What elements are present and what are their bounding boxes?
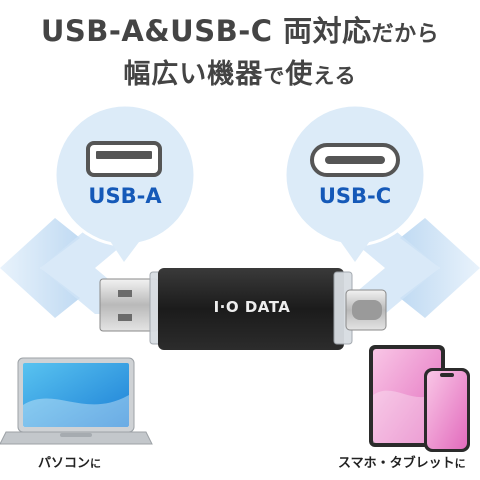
right-caption-tail: に: [454, 457, 466, 470]
right-caption: スマホ・タブレットに: [338, 452, 466, 471]
drive-brand-logo: I·O DATA: [213, 298, 291, 316]
tablet-phone-illustration: [369, 345, 470, 452]
right-caption-main: スマホ・タブレット: [338, 456, 455, 471]
usb-a-bubble: [53, 103, 197, 262]
usb-c-label: USB-C: [318, 184, 392, 208]
headline-line-2-de: で: [263, 64, 286, 88]
headline-line-2-main: 幅広い機器: [123, 59, 264, 90]
left-caption: パソコンに: [38, 452, 101, 471]
left-caption-main: パソコン: [38, 456, 91, 471]
usb-flash-drive: [99, 268, 387, 350]
headline-line-2-tsuka: 使: [285, 59, 314, 90]
laptop-illustration: [0, 357, 153, 445]
headline-line-1-main: USB-A&USB-C 両対応: [40, 14, 372, 48]
left-caption-tail: に: [90, 457, 102, 470]
headline-line-2: 幅広い機器で使える: [0, 52, 480, 91]
headline-line-1: USB-A&USB-C 両対応だから: [0, 8, 480, 50]
headline-line-2-tail: える: [313, 64, 357, 88]
headline-line-1-tail: だから: [371, 22, 440, 47]
usb-c-bubble: [283, 103, 427, 262]
usb-a-label: USB-A: [88, 184, 162, 208]
